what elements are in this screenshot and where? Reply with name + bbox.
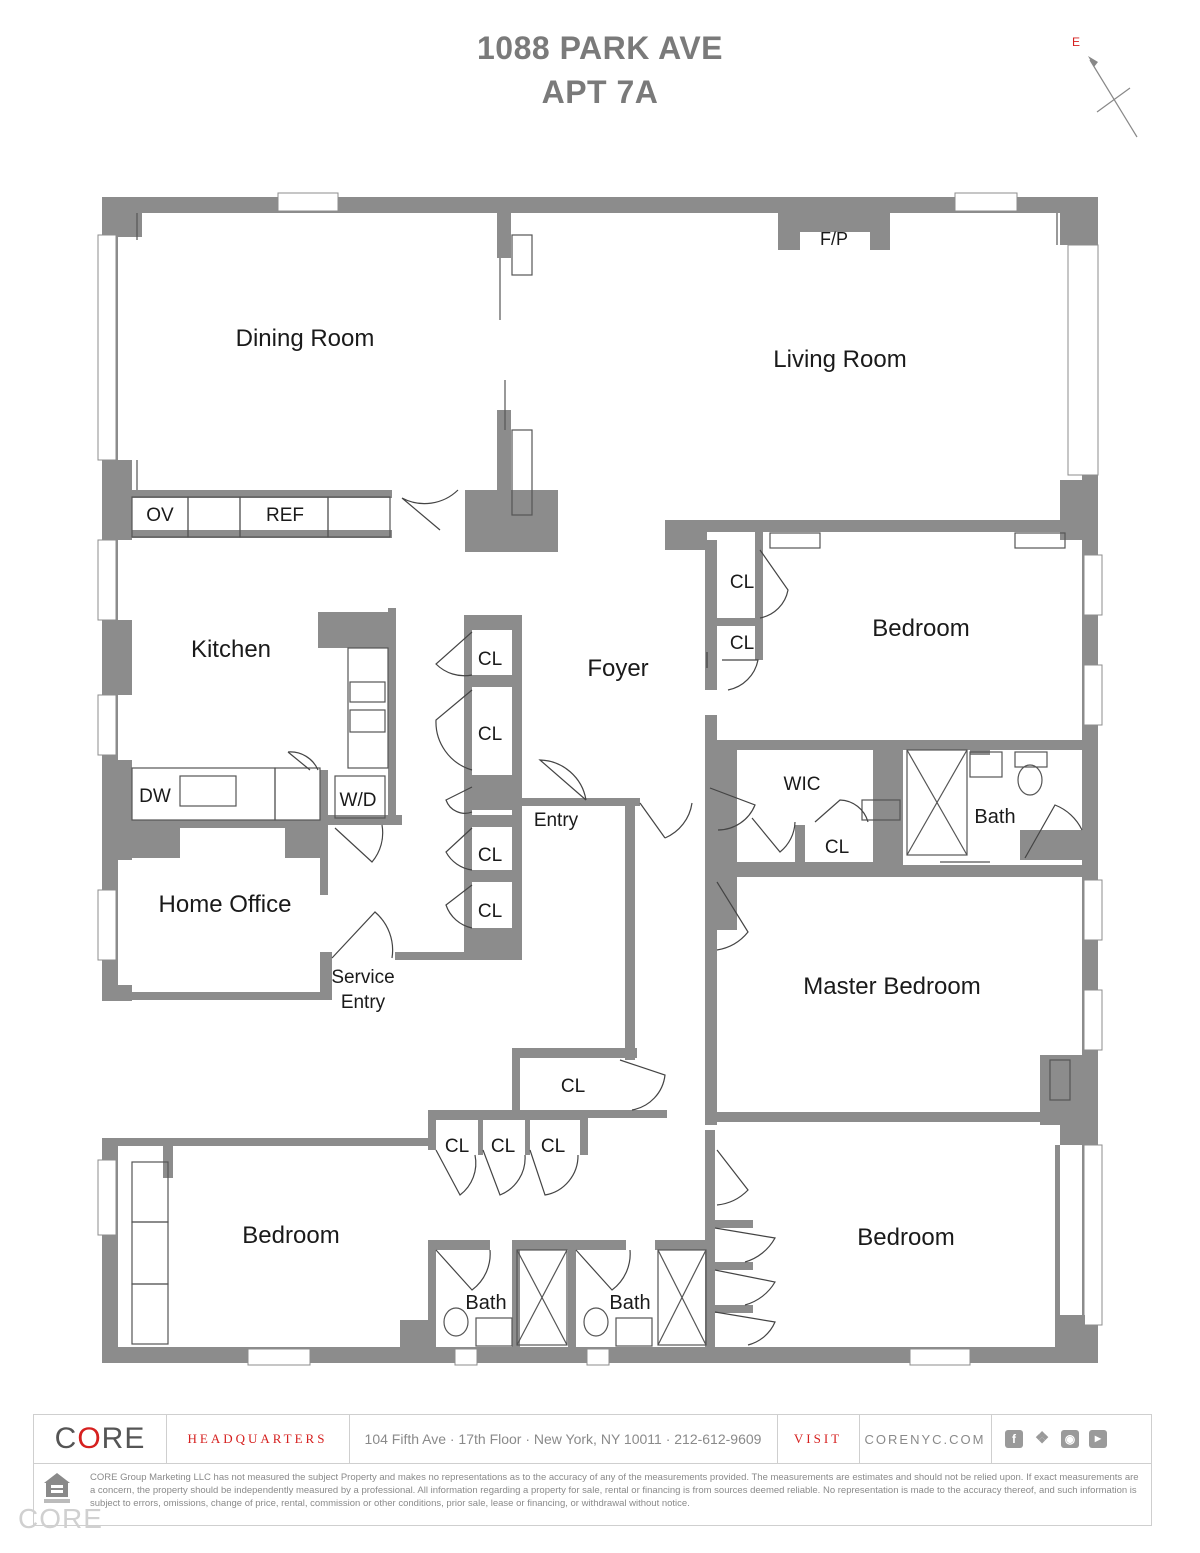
room-master-bedroom: Master Bedroom — [803, 973, 980, 1000]
address-cell: 104 Fifth Ave · 17th Floor · New York, N… — [349, 1415, 778, 1463]
room-kitchen: Kitchen — [191, 636, 271, 663]
headquarters-label: HEADQUARTERS — [187, 1431, 328, 1446]
room-home-office: Home Office — [159, 891, 292, 918]
closet-label: CL — [730, 572, 754, 593]
service-entry-label-1: Service — [331, 967, 394, 988]
floor-plan: E — [97, 35, 1138, 1366]
room-bedroom-ne: Bedroom — [872, 615, 969, 642]
closet-label: CL — [478, 901, 502, 922]
apartment-title: APT 7A — [541, 74, 659, 110]
fireplace-label: F/P — [820, 229, 848, 249]
visit-label: VISIT — [793, 1431, 843, 1446]
room-master-bath: Bath — [974, 806, 1015, 828]
interior-walls — [102, 213, 1097, 1350]
door-swings — [287, 489, 1083, 1346]
logo-letter-c: C — [54, 1422, 78, 1455]
logo-letters-re: RE — [101, 1422, 146, 1455]
room-labels: Dining Room Living Room F/P OV REF Kitch… — [139, 229, 1015, 1314]
office-address: 104 Fifth Ave · 17th Floor · New York, N… — [364, 1431, 762, 1447]
footer: CORE HEADQUARTERS 104 Fifth Ave · 17th F… — [18, 1414, 1152, 1534]
equal-housing-icon — [44, 1473, 70, 1503]
wic-label: WIC — [784, 774, 821, 795]
twitter-icon[interactable]: ❖ — [1034, 1430, 1050, 1447]
headquarters-cell: HEADQUARTERS — [166, 1415, 350, 1463]
room-bath-2: Bath — [609, 1292, 650, 1314]
room-living-room: Living Room — [773, 346, 906, 373]
instagram-icon[interactable]: ◉ — [1061, 1430, 1079, 1448]
service-entry-label-2: Entry — [341, 992, 386, 1013]
room-bath-1: Bath — [465, 1292, 506, 1314]
closet-label: CL — [491, 1136, 515, 1157]
refrigerator-label: REF — [266, 505, 304, 526]
logo-letter-o: O — [77, 1422, 102, 1455]
social-cell: f ❖ ◉ ▶ — [991, 1415, 1151, 1463]
closet-label: CL — [561, 1076, 585, 1097]
legal-disclaimer: CORE Group Marketing LLC has not measure… — [90, 1472, 1139, 1509]
compass-icon: E — [1072, 35, 1138, 138]
fixtures — [131, 213, 1071, 1347]
room-dining-room: Dining Room — [236, 325, 375, 352]
core-logo[interactable]: CORE — [34, 1415, 167, 1463]
room-bedroom-sw: Bedroom — [242, 1222, 339, 1249]
closet-label: CL — [541, 1136, 565, 1157]
core-watermark: CORE — [18, 1503, 103, 1534]
oven-label: OV — [146, 505, 174, 526]
footer-bar: CORE HEADQUARTERS 104 Fifth Ave · 17th F… — [34, 1415, 1151, 1464]
exterior-walls — [102, 197, 1098, 1363]
closet-label: CL — [478, 724, 502, 745]
windows — [97, 192, 1103, 1366]
closet-label: CL — [478, 845, 502, 866]
website-cell[interactable]: CORENYC.COM — [859, 1415, 992, 1463]
room-bedroom-se: Bedroom — [857, 1224, 954, 1251]
closet-label: CL — [730, 633, 754, 654]
visit-cell: VISIT — [777, 1415, 860, 1463]
closet-label: CL — [478, 649, 502, 670]
youtube-icon[interactable]: ▶ — [1089, 1430, 1107, 1448]
entry-label: Entry — [534, 810, 579, 831]
dishwasher-label: DW — [139, 786, 171, 807]
facebook-icon[interactable]: f — [1005, 1430, 1023, 1448]
closet-label: CL — [445, 1136, 469, 1157]
room-foyer: Foyer — [587, 655, 648, 682]
closet-label: CL — [825, 837, 849, 858]
website-link[interactable]: CORENYC.COM — [864, 1431, 986, 1447]
washer-dryer-label: W/D — [340, 790, 377, 811]
compass-label: E — [1072, 35, 1080, 49]
address-title: 1088 PARK AVE — [477, 30, 723, 66]
